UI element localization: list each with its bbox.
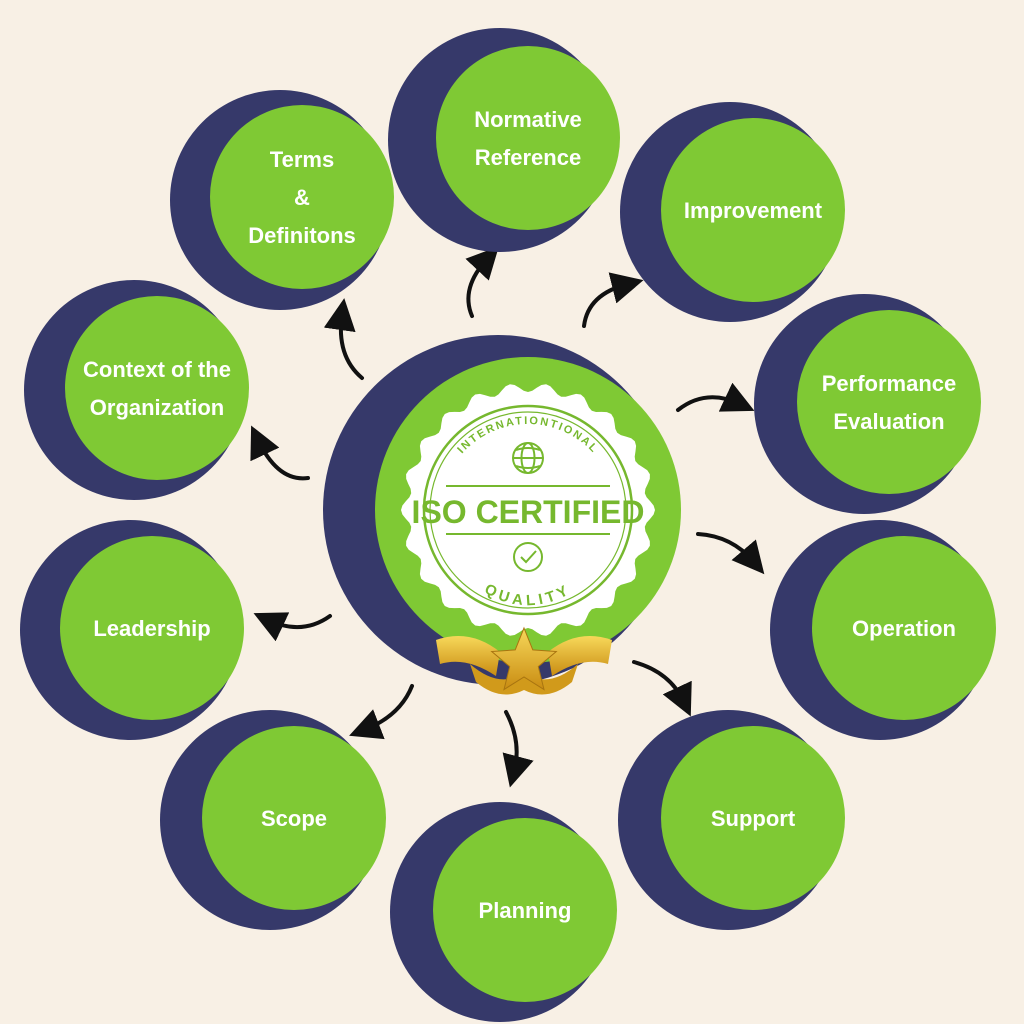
node-label: Leadership (93, 616, 210, 641)
node-leadership: Leadership (20, 520, 244, 740)
gold-ribbon (436, 636, 612, 695)
iso-certified-seal: INTERNATIONTIONAL ISO CERTIFIED QUALITY (323, 335, 681, 695)
node-green-circle (65, 296, 249, 480)
node-terms-and-definitions: Terms & Definitons (170, 90, 394, 310)
node-green-circle (202, 726, 386, 910)
node-green-circle (812, 536, 996, 720)
node-label: Scope (261, 806, 327, 831)
globe-icon (512, 442, 544, 474)
node-label: Context of the (83, 357, 231, 382)
node-scope: Scope (160, 710, 386, 930)
arrow-to-operation (696, 532, 765, 575)
node-label: Evaluation (833, 409, 944, 434)
node-operation: Operation (770, 520, 996, 740)
node-label: Performance (822, 371, 957, 396)
node-improvement: Improvement (620, 102, 845, 322)
node-green-circle (661, 726, 845, 910)
node-label: & (294, 185, 310, 210)
arrow-to-leadership (253, 612, 332, 642)
node-support: Support (618, 710, 845, 930)
node-green-circle (661, 118, 845, 302)
arrow-to-normative-reference (465, 246, 499, 318)
node-label: Organization (90, 395, 224, 420)
node-planning: Planning (390, 802, 617, 1022)
seal-ring-inner (429, 411, 627, 609)
clause-nodes: NormativeReferenceImprovementPerformance… (20, 28, 996, 1022)
arrow-to-terms-and-definitions (323, 298, 364, 380)
node-label: Definitons (248, 223, 356, 248)
seal-ring-outer (422, 404, 634, 616)
arrow-to-scope (349, 684, 414, 740)
seal-title: ISO CERTIFIED (412, 494, 645, 530)
arrow-to-performance-evaluation (676, 382, 755, 412)
node-green-circle (797, 310, 981, 494)
node-green-circle (210, 105, 394, 289)
arrow-to-support (632, 660, 692, 717)
seal-badge (401, 384, 655, 636)
node-green-circle (436, 46, 620, 230)
node-label: Improvement (684, 198, 823, 223)
arrow-to-planning (502, 710, 534, 788)
arrows (250, 246, 765, 788)
node-label: Support (711, 806, 796, 831)
node-label: Normative (474, 107, 582, 132)
check-circle-icon (513, 542, 543, 572)
gold-star-icon (490, 626, 558, 691)
node-label: Terms (270, 147, 334, 172)
node-label: Reference (475, 145, 581, 170)
node-green-circle (60, 536, 244, 720)
node-label: Planning (479, 898, 572, 923)
node-label: Operation (852, 616, 956, 641)
arrow-to-context-of-the-organization (250, 425, 310, 481)
arrow-to-improvement (582, 272, 644, 328)
node-green-circle (433, 818, 617, 1002)
